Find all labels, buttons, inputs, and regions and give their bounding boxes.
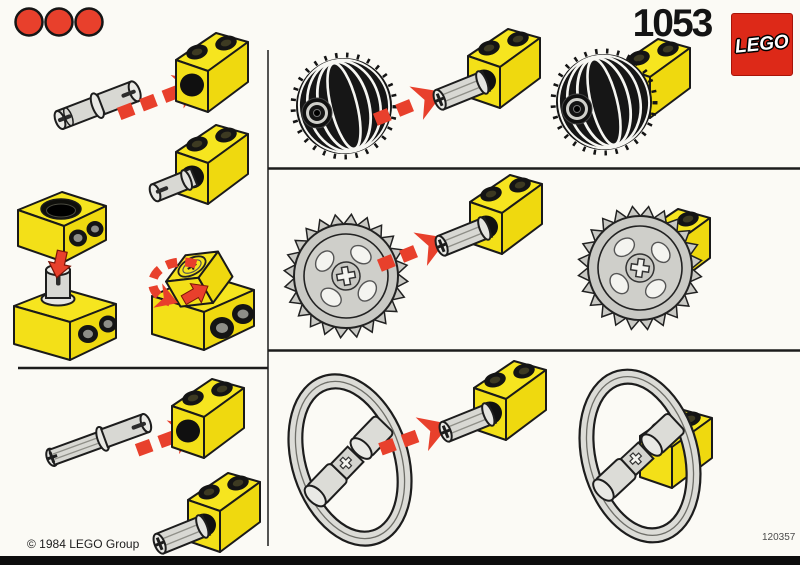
red-dot — [44, 7, 74, 37]
axle-pin — [40, 408, 156, 473]
turn-arrow — [180, 283, 209, 306]
technic-brick-with-pin — [147, 125, 248, 204]
technic-brick — [176, 33, 248, 112]
diagram-rotation — [148, 250, 255, 351]
red-dot — [14, 7, 44, 37]
assembled-wheel-brick — [549, 39, 690, 158]
red-dot — [74, 7, 104, 37]
copyright-notice: © 1984 LEGO Group — [27, 537, 140, 551]
insert-arrow — [376, 221, 455, 272]
axle-brick — [432, 175, 542, 259]
lego-logo-text: LEGO — [734, 30, 790, 58]
insert-arrow — [372, 75, 451, 126]
insert-arrow — [378, 407, 457, 456]
insert-arrow — [134, 410, 208, 457]
diagram-gear-wheel — [274, 175, 710, 348]
diagram-axle-into-brick — [40, 379, 260, 557]
balloon-wheel — [289, 50, 399, 162]
page-edge-bar — [0, 556, 800, 565]
axle-brick — [430, 29, 540, 113]
technic-brick — [172, 379, 244, 458]
press-down-arrow — [47, 249, 72, 279]
diagram-steering-wheel — [266, 354, 720, 563]
difficulty-dots — [14, 7, 104, 37]
assembled-steering-brick — [560, 354, 720, 558]
set-number: 1053 — [632, 2, 714, 45]
print-number: 120357 — [762, 532, 796, 543]
diagram-balloon-wheel — [289, 29, 690, 162]
diagram-pin-into-brick — [50, 33, 248, 204]
axle-brick — [436, 361, 546, 445]
lego-logo: LEGO — [731, 13, 793, 76]
gear-wheel — [274, 204, 418, 348]
technic-brick-with-axle — [150, 473, 260, 557]
upper-brick — [17, 191, 107, 263]
insert-arrow — [116, 64, 212, 121]
steering-wheel — [266, 357, 434, 563]
rotate-arrow-arc — [148, 257, 198, 307]
assembled-gear-brick — [570, 198, 710, 338]
diagram-turntable-stack — [13, 191, 117, 361]
